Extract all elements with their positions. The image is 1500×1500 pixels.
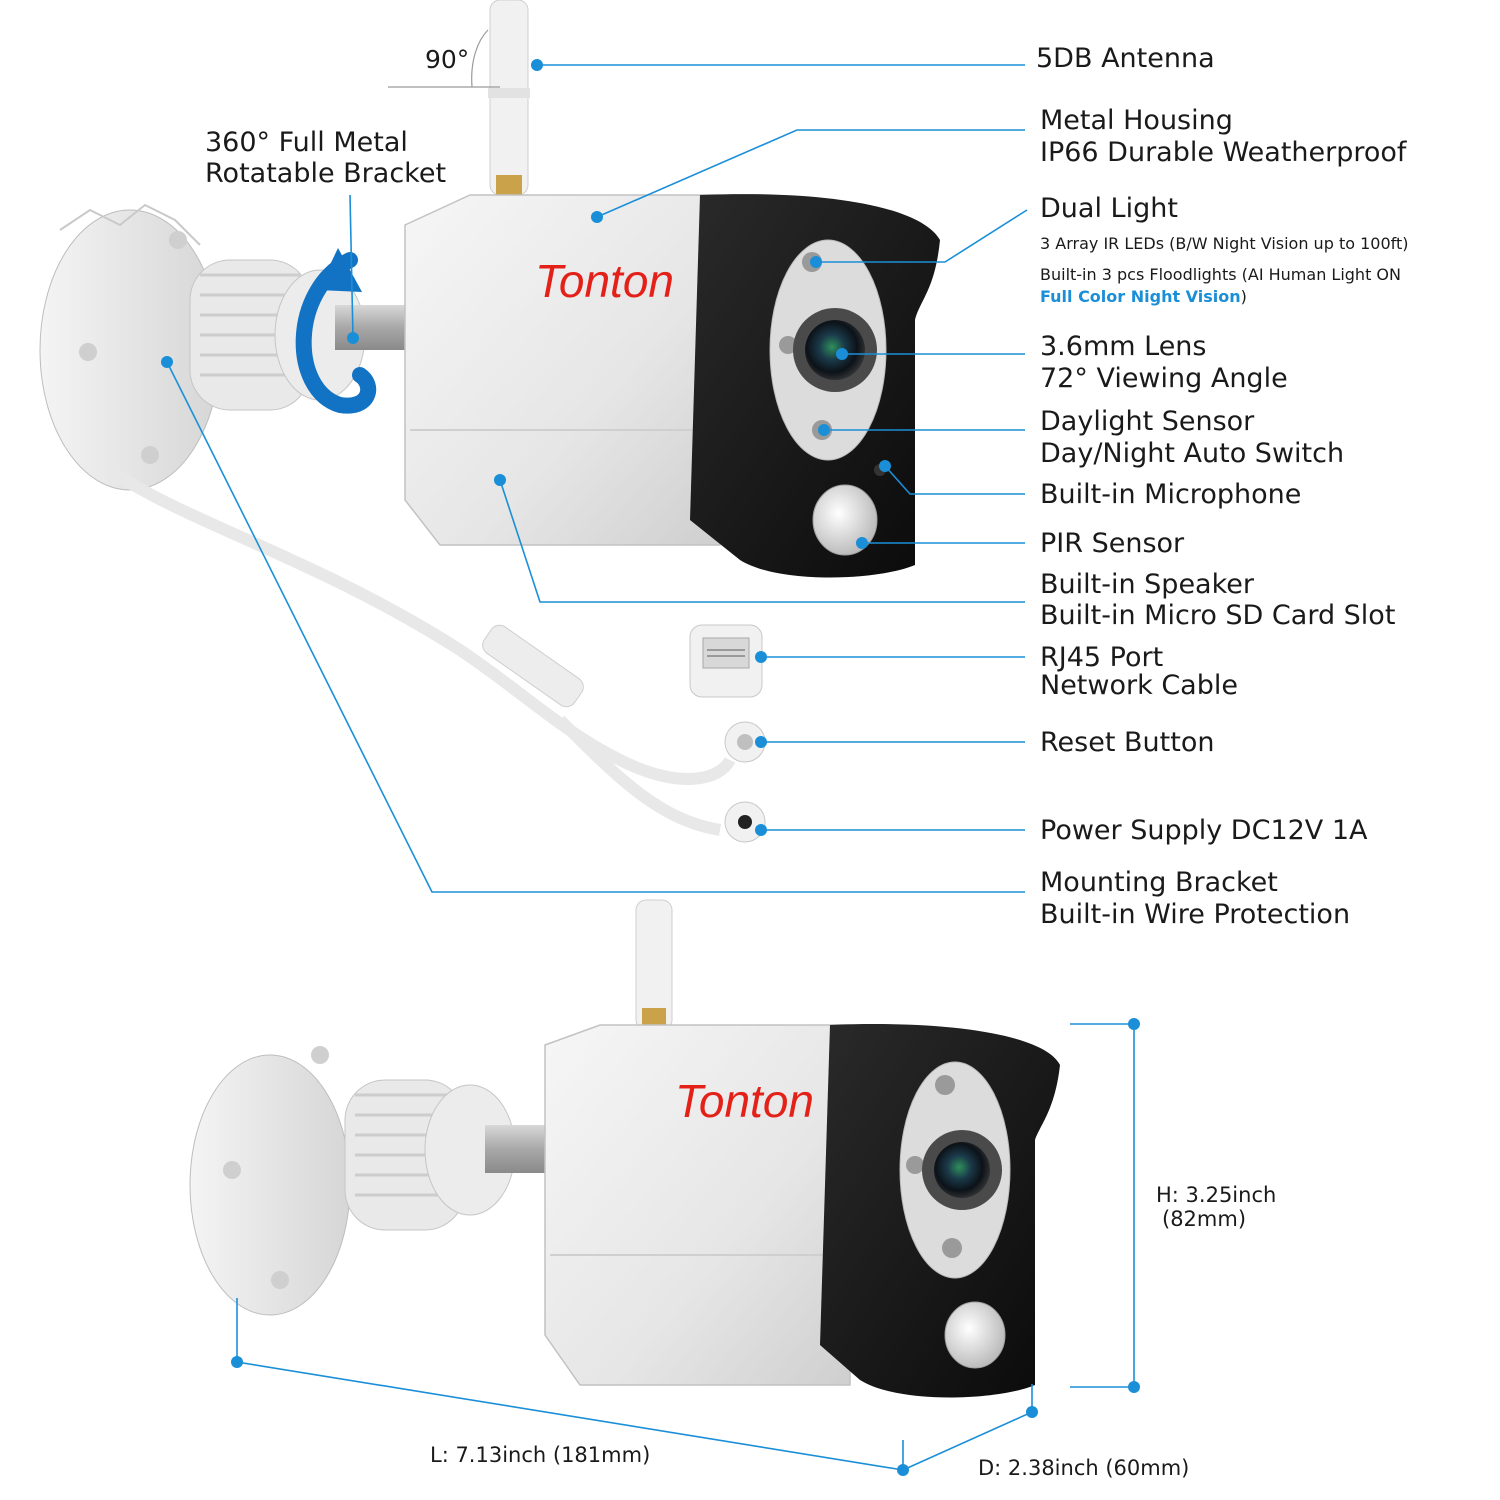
mount-base-bottom — [189, 1046, 516, 1316]
callout-pir: PIR Sensor — [1040, 528, 1185, 559]
night-vision-highlight: Full Color Night Vision — [1040, 287, 1241, 306]
rj45-port — [689, 624, 763, 698]
arrow-head-icon — [318, 248, 362, 292]
lens-top — [805, 320, 865, 380]
leader-lines — [166, 64, 1135, 1471]
mount-base-top — [39, 203, 366, 491]
bracket-pole-bottom — [485, 1125, 545, 1173]
top-camera: Tonton — [39, 0, 940, 843]
housing-top — [404, 194, 721, 546]
dimension-length: L: 7.13inch (181mm) — [430, 1443, 651, 1467]
callout-microphone: Built-in Microphone — [1040, 479, 1302, 510]
antenna-top — [488, 0, 530, 200]
cable-connector — [482, 624, 584, 708]
callout-reset: Reset Button — [1040, 727, 1215, 758]
callout-power: Power Supply DC12V 1A — [1040, 815, 1368, 846]
cable-top — [106, 465, 736, 785]
pir-sensor-bottom — [944, 1301, 1006, 1369]
brand-logo-bottom: Tonton — [675, 1075, 814, 1127]
callout-dots — [161, 59, 1140, 1476]
housing-bottom — [544, 1024, 851, 1386]
callout-antenna: 5DB Antenna — [1036, 43, 1215, 74]
antenna-bottom — [635, 899, 673, 1031]
dimension-depth: D: 2.38inch (60mm) — [978, 1456, 1190, 1480]
angle-label: 90° — [425, 45, 470, 74]
brand-logo-top: Tonton — [535, 255, 674, 307]
rotate-arrow-icon — [295, 252, 377, 414]
lens-bottom — [934, 1142, 990, 1198]
angle-guide — [388, 29, 500, 88]
bottom-camera: Tonton — [189, 899, 1060, 1398]
